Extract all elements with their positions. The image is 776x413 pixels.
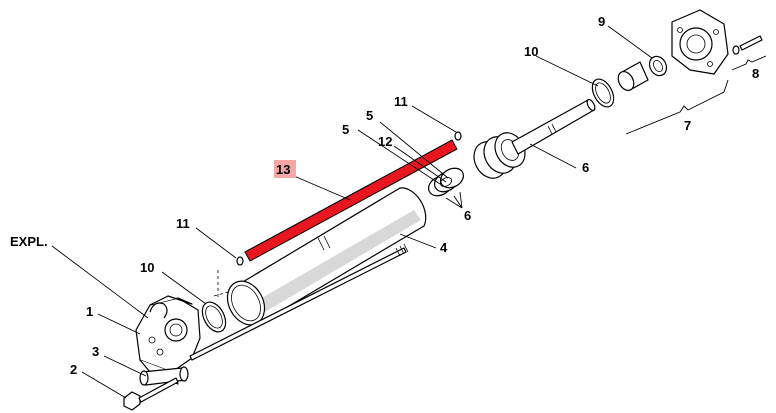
part-11-o-ring-small-upper[interactable]	[454, 131, 462, 141]
end-cap-housing[interactable]	[671, 9, 729, 75]
callout-5-right: 5	[366, 108, 373, 123]
callout-2: 2	[70, 362, 77, 377]
part-9-seal[interactable]	[646, 53, 670, 78]
callout-9: 9	[598, 14, 605, 29]
callout-7: 7	[684, 118, 691, 133]
callout-10-left: 10	[140, 260, 154, 275]
callout-8: 8	[752, 66, 759, 81]
callout-5-left: 5	[342, 122, 349, 137]
callout-12: 12	[378, 134, 392, 149]
callout-3: 3	[92, 344, 99, 359]
callout-10-right: 10	[524, 44, 538, 59]
part-1-base-block[interactable]	[135, 295, 201, 385]
callout-1: 1	[86, 304, 93, 319]
callout-6-springs: 6	[464, 208, 471, 223]
part-10-o-ring-left[interactable]	[198, 298, 231, 336]
assembly-guide-left	[213, 270, 229, 298]
callout-11-lower: 11	[176, 216, 190, 231]
callout-6-shaft: 6	[582, 160, 589, 175]
part-13-label-highlight	[274, 160, 296, 178]
tie-rod[interactable]	[189, 243, 409, 361]
callout-13: 13	[276, 162, 290, 177]
part-6-piston-shaft[interactable]	[468, 98, 597, 184]
part-2-bolt[interactable]	[123, 377, 179, 411]
callout-4: 4	[440, 240, 448, 255]
part-11-o-ring-small-lower[interactable]	[236, 256, 244, 266]
bushing[interactable]	[615, 61, 649, 93]
leader-lines	[51, 25, 653, 399]
part-3-sleeve[interactable]	[139, 366, 189, 386]
part-4-cylinder-tube[interactable]	[220, 187, 427, 331]
callout-11-upper: 11	[394, 94, 408, 109]
group-8-bracket	[731, 55, 767, 71]
group-7-bracket	[625, 79, 729, 135]
part-13-piston-rod-highlighted[interactable]	[244, 139, 458, 262]
callout-expl: EXPL.	[10, 234, 48, 249]
part-8-bolt[interactable]	[732, 35, 763, 55]
